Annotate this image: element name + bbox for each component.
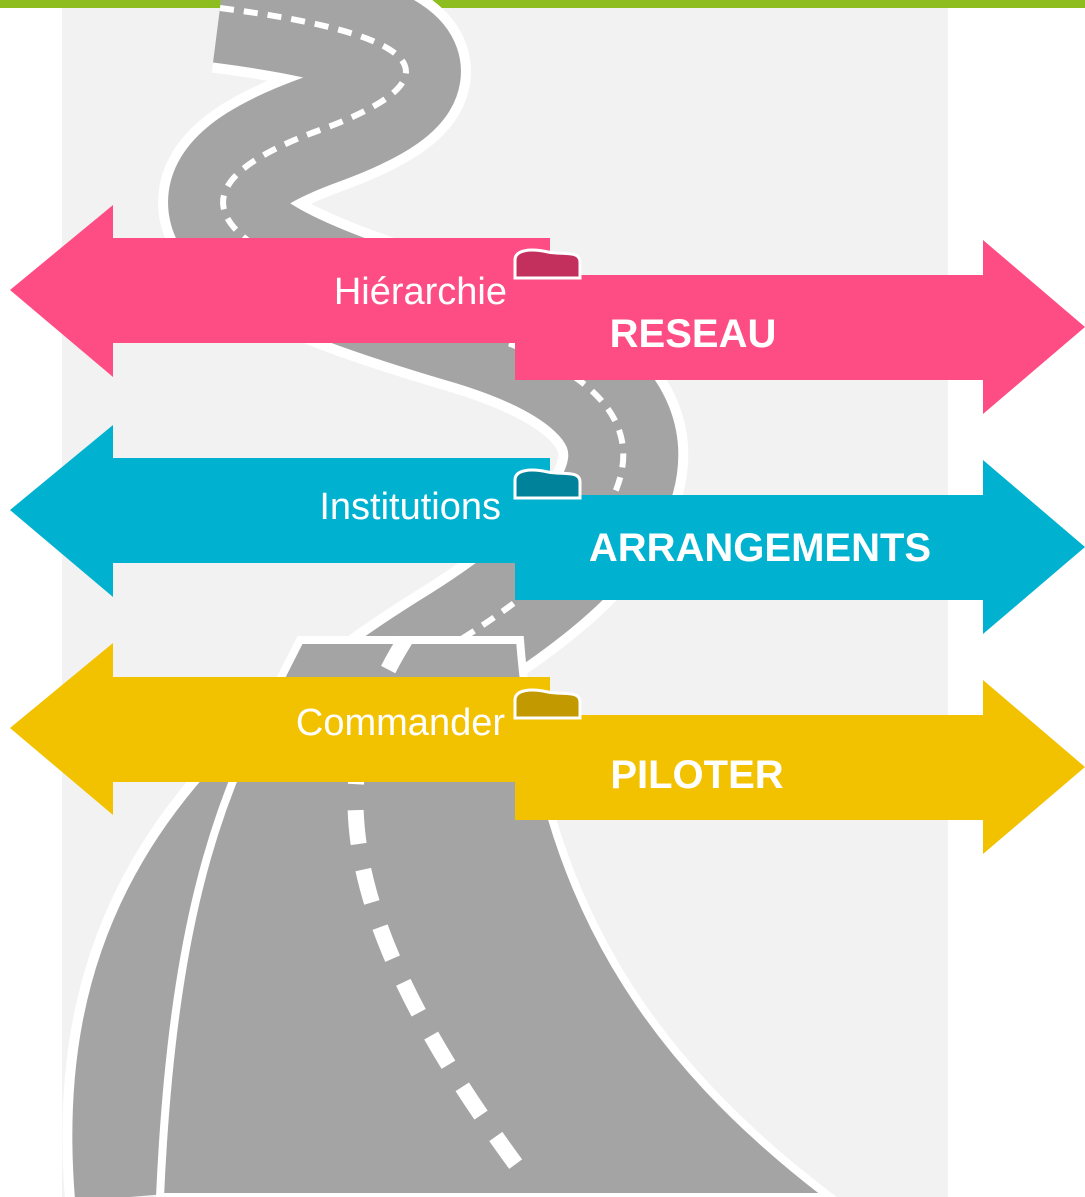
transition-row-1: Hiérarchie RESEAU (10, 205, 1085, 414)
to-label: ARRANGEMENTS (589, 526, 931, 570)
left-arrow (10, 425, 550, 597)
road-centre-line-lower (347, 635, 527, 1175)
ribbon-fold (513, 688, 582, 720)
right-arrow (515, 680, 1085, 854)
to-label: PILOTER (610, 753, 783, 797)
to-label: RESEAU (610, 312, 777, 356)
left-arrow (10, 643, 550, 815)
from-label: Hiérarchie (334, 271, 507, 313)
top-accent-bar (0, 0, 1085, 8)
right-arrow (515, 240, 1085, 414)
right-arrow (515, 460, 1085, 634)
from-label: Institutions (319, 486, 501, 528)
ribbon-fold (513, 248, 582, 280)
from-label: Commander (296, 702, 505, 744)
ribbon-fold (513, 468, 582, 500)
transition-row-3: Commander PILOTER (10, 643, 1085, 854)
transition-row-2: Institutions ARRANGEMENTS (10, 425, 1085, 634)
left-arrow (10, 205, 550, 377)
